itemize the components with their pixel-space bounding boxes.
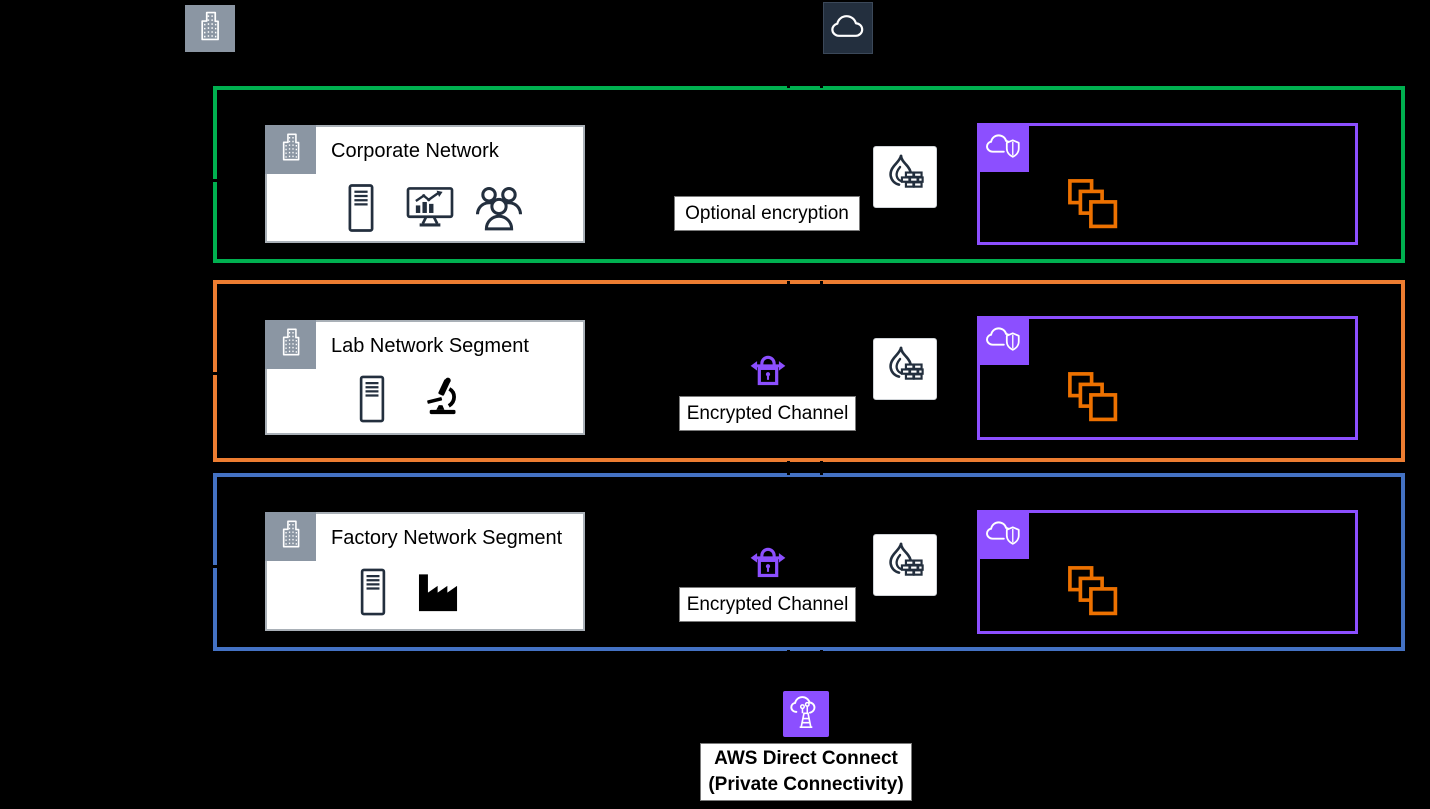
direct-connect-label-line2: (Private Connectivity) [708,774,904,795]
corporate-firewall [873,146,937,208]
corporate-network-badge [265,125,316,174]
direct-connect-icon [787,693,825,736]
factory-network-badge [265,512,316,561]
direct-connect-line-2 [820,56,823,692]
connector-lab-left [110,372,267,375]
vpc-cloud-shield-icon [984,130,1022,165]
lab-vpc-badge [977,316,1029,365]
corporate-channel-label: Optional encryption [674,196,860,231]
lab-channel-label: Encrypted Channel [679,396,856,431]
direct-connect-label-line1: AWS Direct Connect [714,748,898,769]
building-icon [194,9,226,48]
server-icon [358,567,388,622]
encrypted-lock-icon [747,541,789,592]
firewall-icon [882,344,928,395]
factory-zone-outline [213,473,1405,651]
factory-network-box: Factory Network Segment [265,512,585,631]
corporate-network-box: Corporate Network [265,125,585,243]
factory-icon [413,566,469,622]
lab-zone-outline [213,280,1405,462]
connector-corporate-middle [583,179,876,182]
connector-factory-left [110,565,267,568]
stacked-instances-icon [1065,368,1121,431]
aws-cloud-icon [829,12,867,45]
firewall-icon [882,152,928,203]
stacked-instances-icon [1065,562,1121,625]
connector-lab-right [935,372,979,375]
factory-channel-label: Encrypted Channel [679,587,856,622]
connector-corporate-left [110,179,267,182]
building-icon [276,518,306,555]
direct-connect-node [783,691,829,737]
corporate-vpc-badge [977,123,1029,172]
factory-network-title: Factory Network Segment [331,527,563,549]
lab-firewall [873,338,937,400]
connector-lab-middle [583,372,876,375]
connector-factory-right [935,565,979,568]
encrypted-lock-icon [747,349,789,400]
vpc-cloud-shield-icon [984,323,1022,358]
users-icon [472,183,526,236]
factory-vpc-box [977,510,1358,634]
building-icon [276,326,306,363]
corporate-zone-outline [213,86,1405,263]
corporate-vpc-box [977,123,1358,245]
server-icon [346,182,376,239]
corporate-network-title: Corporate Network [331,140,499,162]
lab-network-box: Lab Network Segment [265,320,585,435]
firewall-icon [882,540,928,591]
vpc-cloud-shield-icon [984,517,1022,552]
factory-vpc-badge [977,510,1029,559]
direct-connect-label: AWS Direct Connect (Private Connectivity… [700,743,912,801]
lab-network-title: Lab Network Segment [331,335,529,357]
stacked-instances-icon [1065,175,1121,238]
factory-firewall [873,534,937,596]
microscope-icon [423,371,465,428]
building-icon [276,131,306,168]
data-center-badge [185,5,235,52]
lab-network-badge [265,320,316,369]
monitor-chart-icon [404,185,456,234]
aws-cloud-badge [823,2,873,54]
connector-factory-middle [583,565,876,568]
lab-vpc-box [977,316,1358,440]
server-icon [357,374,387,429]
connector-corporate-right [935,179,979,182]
direct-connect-line-1 [787,56,790,692]
